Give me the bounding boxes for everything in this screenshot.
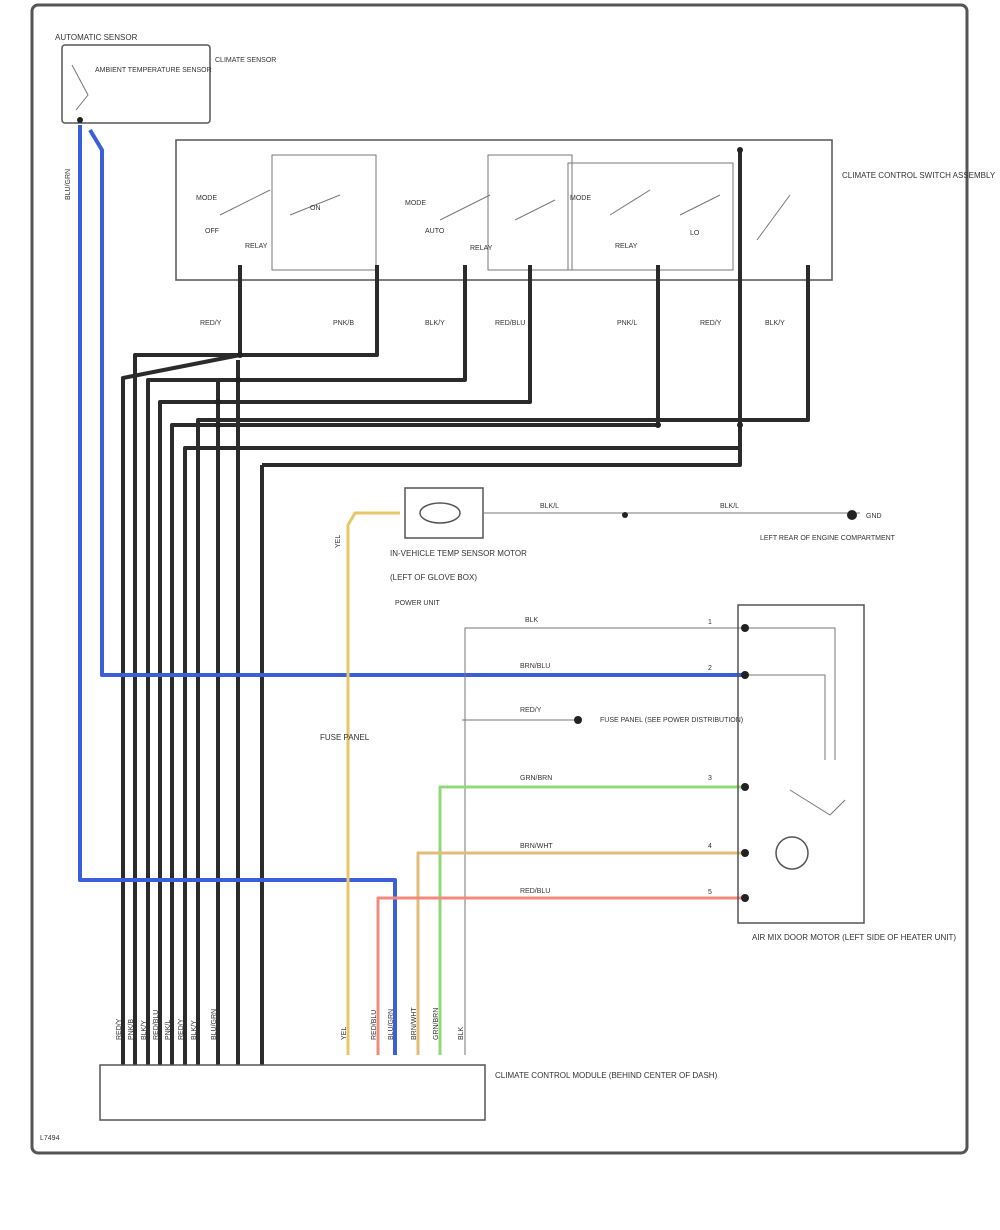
power-unit-label: POWER UNIT [395, 600, 440, 607]
relay-3-label: RELAY [615, 243, 638, 250]
ground-reference-label: LEFT REAR OF ENGINE COMPARTMENT [760, 535, 896, 542]
module-pin-label: PNK/L [165, 1020, 172, 1040]
dark-wire-4 [158, 265, 532, 1065]
module-pin-labels: RED/Y PNK/B BLK/Y RED/BLU PNK/L RED/Y BLK/Y BLU… [116, 1007, 465, 1040]
motor-wire-label-brn: BRN/WHT [520, 843, 553, 850]
dark-wire-6 [183, 150, 742, 1065]
wire-label-a7: BLK/Y [765, 320, 785, 327]
wire-label-a6: RED/Y [700, 320, 722, 327]
module-pin-label: RED/Y [116, 1018, 123, 1040]
wire-label-a5: PNK/L [617, 320, 637, 327]
wire-label-a2: PNK/B [333, 320, 354, 327]
automatic-sensor-side-label: CLIMATE SENSOR [215, 57, 276, 64]
in-vehicle-temp-sensor: IN-VEHICLE TEMP SENSOR MOTOR (LEFT OF GL… [390, 487, 896, 607]
motor-wire-label-red: RED/Y [520, 707, 542, 714]
switch-pos-on: ON [310, 205, 321, 212]
climate-control-switch-assembly: CLIMATE CONTROL SWITCH ASSEMBLY MODE MOD… [175, 139, 996, 281]
module-pin-label: BLK/Y [141, 1020, 148, 1040]
wire-label-a4: RED/BLU [495, 320, 525, 327]
dark-wire-7 [196, 265, 810, 1065]
automatic-sensor: AUTOMATIC SENSOR AMBIENT TEMPERATURE SEN… [55, 33, 276, 124]
motor-wire-label-blu: BRN/BLU [520, 663, 550, 670]
switch-pos-off: OFF [205, 228, 219, 235]
automatic-sensor-title: AUTOMATIC SENSOR [55, 33, 138, 42]
switch-pos-auto: AUTO [425, 228, 445, 235]
black-feed-wire [464, 627, 745, 1055]
dark-wire-1 [121, 265, 242, 1065]
pin-m4: 4 [708, 843, 712, 850]
sensor-wire-label-2: BLK/L [720, 503, 739, 510]
blue-wire-left [78, 125, 397, 1055]
tan-wire [416, 851, 745, 1055]
blue-wire-label: BLU/GRN [65, 169, 72, 200]
module-pin-label: BRN/WHT [411, 1007, 418, 1040]
module-pin-label: BLU/GRN [388, 1009, 395, 1040]
middle-label: FUSE PANEL [320, 733, 370, 742]
climate-control-module: CLIMATE CONTROL MODULE (BEHIND CENTER OF… [99, 1007, 718, 1121]
mix-door-motor-label: AIR MIX DOOR MOTOR (LEFT SIDE OF HEATER … [752, 933, 956, 942]
pin-m5: 5 [708, 889, 712, 896]
yellow-wire-label: YEL [335, 535, 342, 548]
motor-feed-wires: BLK BRN/BLU RED/Y FUSE PANEL (SEE POWER … [376, 617, 745, 1055]
dark-wire-5 [170, 265, 660, 1065]
switch-assembly-title: CLIMATE CONTROL SWITCH ASSEMBLY [842, 171, 996, 180]
motor-wire-label-rd: RED/BLU [520, 888, 550, 895]
diagram-frame [30, 3, 969, 1155]
green-wire [438, 785, 745, 1055]
fuse-panel-reference: FUSE PANEL (SEE POWER DISTRIBUTION) [600, 717, 743, 724]
module-pin-label: BLU/GRN [211, 1009, 218, 1040]
relay-1-label: RELAY [245, 243, 268, 250]
blue-wire-sensor: BLU/GRN [65, 125, 745, 1055]
module-pin-label: YEL [341, 1027, 348, 1040]
dark-wire-10 [262, 448, 742, 467]
dark-wire-harness [121, 147, 810, 1065]
sensor-motor-label: IN-VEHICLE TEMP SENSOR MOTOR [390, 549, 527, 558]
automatic-sensor-body: AMBIENT TEMPERATURE SENSOR [95, 67, 212, 74]
sensor-motor-sublabel: (LEFT OF GLOVE BOX) [390, 573, 477, 582]
switch-wire-labels: RED/Y PNK/B BLK/Y RED/BLU PNK/L RED/Y BL… [200, 320, 785, 327]
pin-m1: 1 [708, 619, 712, 626]
control-module-label: CLIMATE CONTROL MODULE (BEHIND CENTER OF… [495, 1071, 718, 1080]
wire-label-a3: BLK/Y [425, 320, 445, 327]
pin-m3: 3 [708, 775, 712, 782]
air-mix-door-motor: AIR MIX DOOR MOTOR (LEFT SIDE OF HEATER … [737, 604, 956, 942]
frame-code: L7494 [40, 1135, 60, 1142]
red-wire [376, 896, 745, 1055]
blue-wire-right [88, 128, 745, 677]
ground-tag: GND [866, 513, 882, 520]
dark-wire-2 [133, 265, 379, 1065]
motor-wire-label-blk: BLK [525, 617, 539, 624]
pin-m2: 2 [708, 665, 712, 672]
switch-1-label: MODE [196, 195, 217, 202]
module-pin-label: GRN/BRN [433, 1008, 440, 1040]
switch-3-label: MODE [570, 195, 591, 202]
dark-wire-3 [146, 265, 467, 1065]
motor-wire-label-grn: GRN/BRN [520, 775, 552, 782]
sensor-wire-label-1: BLK/L [540, 503, 559, 510]
module-pin-label: RED/Y [178, 1018, 185, 1040]
yellow-wire [346, 511, 400, 1055]
module-pin-label: RED/BLU [371, 1010, 378, 1040]
switch-pos-lo: LO [690, 230, 700, 237]
module-pin-label: BLK/Y [191, 1020, 198, 1040]
module-pin-label: BLK [458, 1026, 465, 1040]
wire-label-a1: RED/Y [200, 320, 222, 327]
switch-2-label: MODE [405, 200, 426, 207]
module-pin-label: RED/BLU [153, 1010, 160, 1040]
module-pin-label: PNK/B [128, 1019, 135, 1040]
relay-2-label: RELAY [470, 245, 493, 252]
